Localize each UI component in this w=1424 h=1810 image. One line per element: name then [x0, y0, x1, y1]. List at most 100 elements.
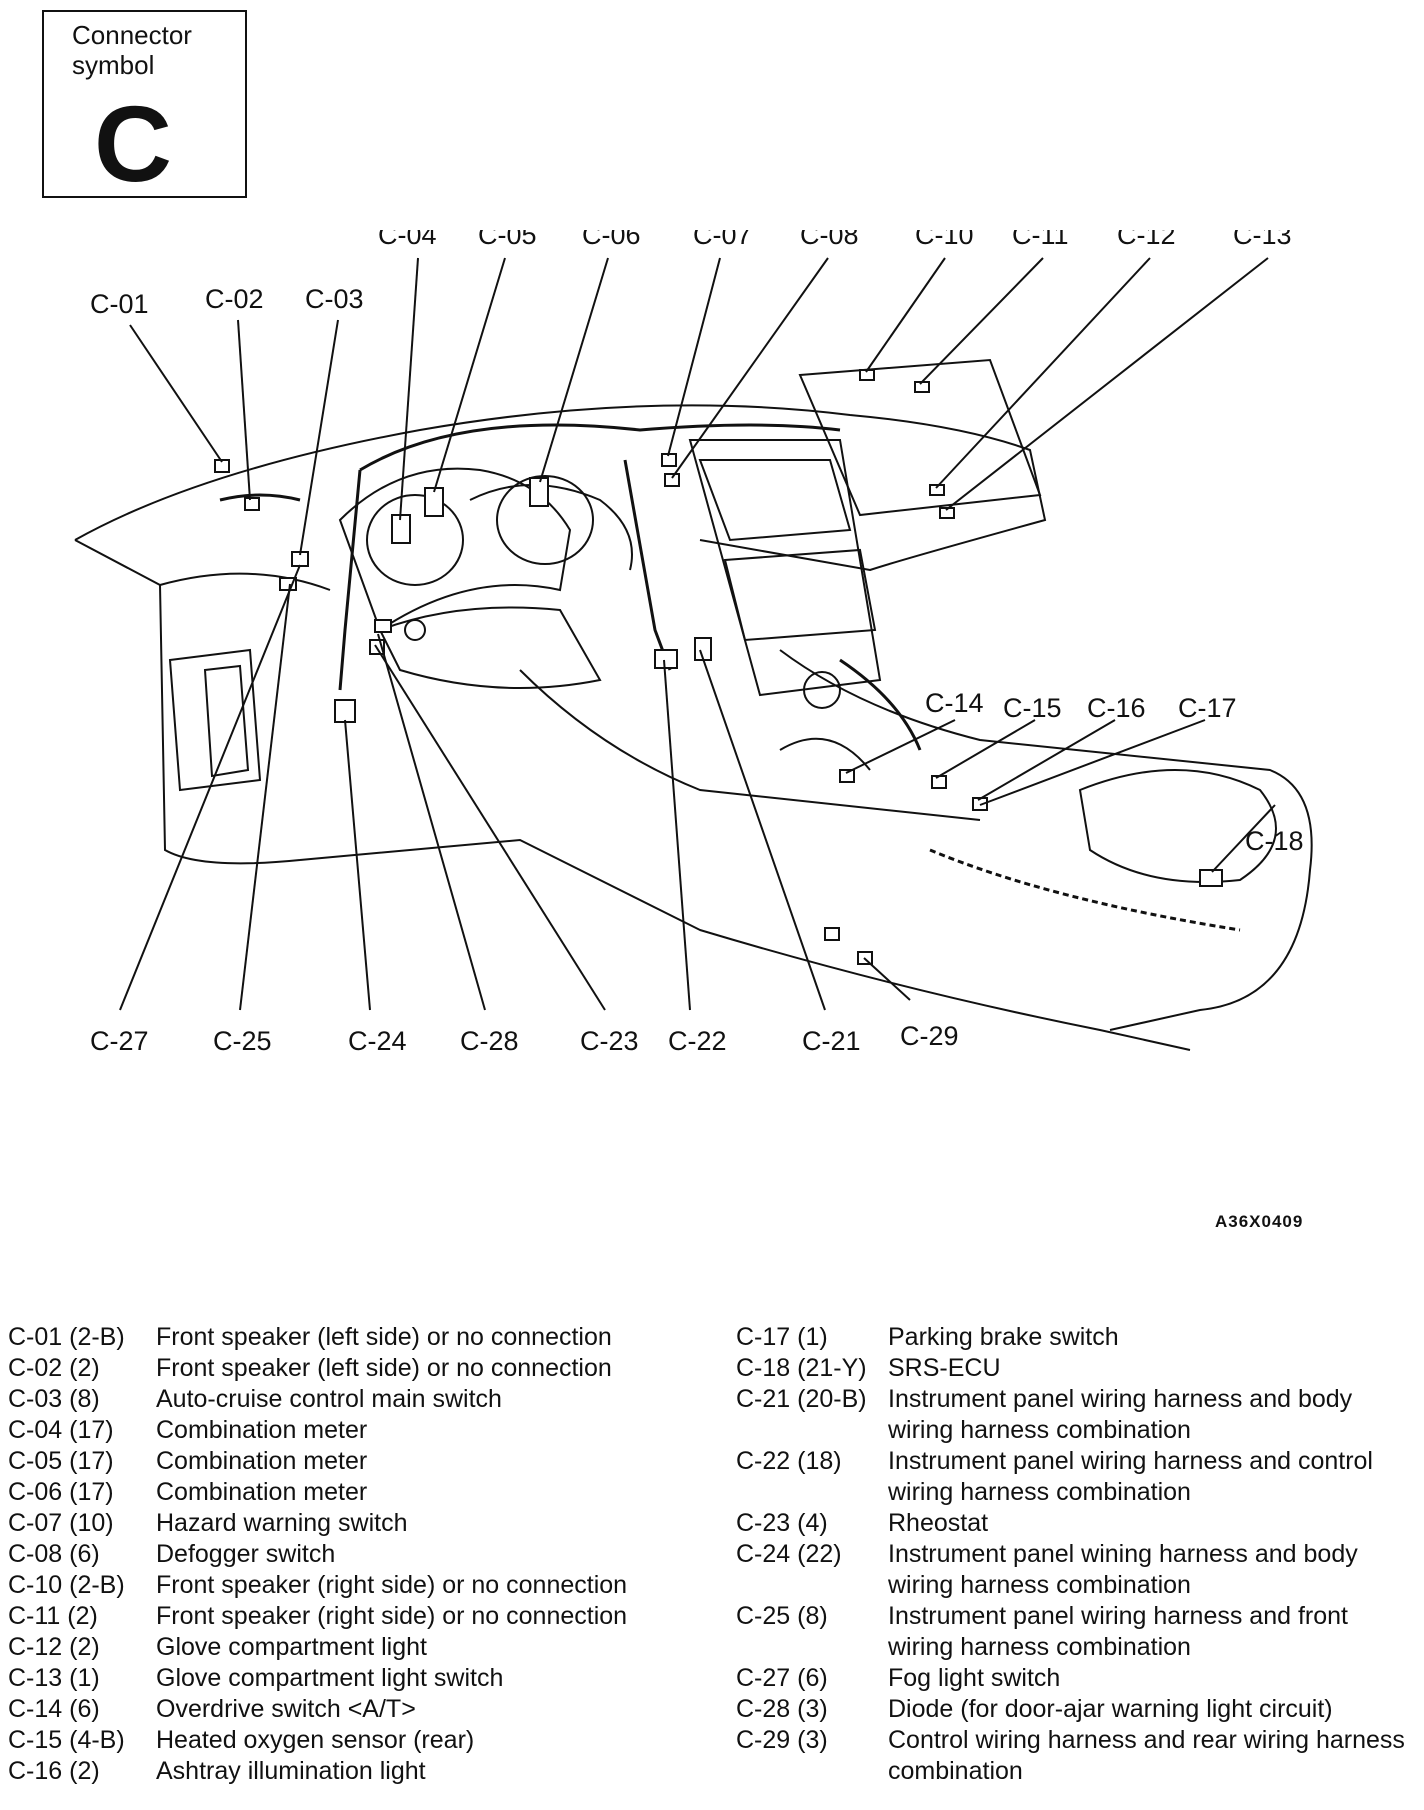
legend-desc: Instrument panel wiring harness and cont…: [888, 1447, 1373, 1506]
legend-desc: Fog light switch: [888, 1664, 1061, 1692]
legend-desc: Defogger switch: [156, 1540, 336, 1568]
legend-id: C-23 (4): [736, 1509, 828, 1537]
legend-row: C-29 (3) Control wiring harness and rear …: [736, 1725, 1410, 1787]
legend-row: C-25 (8) Instrument panel wiring harness …: [736, 1601, 1410, 1663]
legend-desc: Combination meter: [156, 1478, 368, 1506]
callout-c-18: C-18: [1245, 826, 1304, 856]
legend-row: C-02 (2)Front speaker (left side) or no …: [8, 1353, 708, 1384]
legend-row: C-14 (6) Overdrive switch <A/T>: [8, 1694, 708, 1725]
legend-id: C-24 (22): [736, 1540, 842, 1568]
legend-row: C-05 (17) Combination meter: [8, 1446, 708, 1477]
legend-row: C-22 (18) Instrument panel wiring harness…: [736, 1446, 1410, 1508]
legend-id: C-25 (8): [736, 1602, 828, 1630]
legend-row: C-08 (6) Defogger switch: [8, 1539, 708, 1570]
legend-row: C-01 (2-B) Front speaker (left side) or n…: [8, 1322, 708, 1353]
callout-c-02: C-02: [205, 284, 264, 314]
legend-row: C-27 (6) Fog light switch: [736, 1663, 1410, 1694]
legend-desc: Control wiring harness and rear wiring h…: [888, 1726, 1405, 1785]
legend-desc: Diode (for door-ajar warning light circu…: [888, 1695, 1333, 1723]
legend-row: C-11 (2) Front speaker (right side) or no…: [8, 1601, 708, 1632]
legend-id: C-15 (4-B): [8, 1726, 125, 1754]
connector-symbol-caption: Connector symbol: [72, 20, 192, 80]
legend-id: C-18 (21-Y): [736, 1354, 867, 1382]
legend-desc: Front speaker (right side) or no connect…: [156, 1571, 628, 1599]
legend-id: C-22 (18): [736, 1447, 842, 1475]
legend-row: C-06 (17) Combination meter: [8, 1477, 708, 1508]
callout-c-05: C-05: [478, 230, 537, 250]
callout-labels-top: C-01 C-02 C-03 C-04 C-05 C-06 C-07 C-08 …: [90, 230, 1304, 856]
legend-desc: Front speaker (right side) or no connect…: [156, 1602, 628, 1630]
legend-row: C-17 (1) Parking brake switch: [736, 1322, 1410, 1353]
callout-c-03: C-03: [305, 284, 364, 314]
legend-id: C-05 (17): [8, 1447, 114, 1475]
callout-c-07: C-07: [693, 230, 752, 250]
legend-id: C-06 (17): [8, 1478, 114, 1506]
legend-id: C-29 (3): [736, 1726, 828, 1754]
legend-desc: Heated oxygen sensor (rear): [156, 1726, 475, 1754]
dashboard-outline: [74, 358, 1313, 1051]
legend-id: C-07 (10): [8, 1509, 114, 1537]
connector-markers: [214, 369, 1223, 965]
legend-row: C-10 (2-B) Front speaker (right side) or …: [8, 1570, 708, 1601]
legend-desc: Overdrive switch <A/T>: [156, 1695, 416, 1723]
legend-row: C-12 (2) Glove compartment light: [8, 1632, 708, 1663]
legend-desc: Glove compartment light switch: [156, 1664, 504, 1692]
callout-c-13: C-13: [1233, 230, 1292, 250]
legend-row: C-04 (17) Combination meter: [8, 1415, 708, 1446]
legend-id: C-03 (8): [8, 1385, 100, 1413]
callout-c-16: C-16: [1087, 693, 1146, 723]
legend-id: C-28 (3): [736, 1695, 828, 1723]
legend-row: C-15 (4-B) Heated oxygen sensor (rear): [8, 1725, 708, 1756]
legend-desc: Parking brake switch: [888, 1323, 1119, 1351]
legend-row: C-21 (20-B) Instrument panel wiring harne…: [736, 1384, 1410, 1446]
legend-id: C-12 (2): [8, 1633, 100, 1661]
legend-id: C-17 (1): [736, 1323, 828, 1351]
legend-id: C-14 (6): [8, 1695, 100, 1723]
legend-desc: Auto-cruise control main switch: [156, 1385, 502, 1413]
callout-c-17: C-17: [1178, 693, 1237, 723]
callout-c-11: C-11: [1012, 230, 1069, 250]
legend-row: C-13 (1) Glove compartment light switch: [8, 1663, 708, 1694]
callout-c-25: C-25: [213, 1026, 272, 1056]
legend-id: C-02 (2): [8, 1354, 100, 1382]
legend-id: C-10 (2-B): [8, 1571, 125, 1599]
callout-c-04: C-04: [378, 230, 437, 250]
legend-desc: Instrument panel wiring harness and fron…: [888, 1602, 1348, 1661]
legend-row: C-24 (22) Instrument panel wining harness…: [736, 1539, 1410, 1601]
legend-desc: Combination meter: [156, 1447, 368, 1475]
legend-row: C-18 (21-Y)SRS-ECU: [736, 1353, 1410, 1384]
figure-code: A36X0409: [1215, 1212, 1303, 1231]
callout-c-29: C-29: [900, 1021, 959, 1051]
callout-c-08: C-08: [800, 230, 859, 250]
legend-id: C-21 (20-B): [736, 1385, 867, 1413]
legend-row: C-23 (4)Rheostat: [736, 1508, 1410, 1539]
legend-desc: Combination meter: [156, 1416, 368, 1444]
legend-id: C-04 (17): [8, 1416, 114, 1444]
legend-desc: Hazard warning switch: [156, 1509, 408, 1537]
callout-c-12: C-12: [1117, 230, 1176, 250]
legend-id: C-27 (6): [736, 1664, 828, 1692]
callout-c-23: C-23: [580, 1026, 639, 1056]
legend-desc: Front speaker (left side) or no connecti…: [156, 1323, 612, 1351]
legend-row: C-03 (8) Auto-cruise control main switch: [8, 1384, 708, 1415]
dashboard-wiring-diagram: C-01 C-02 C-03 C-04 C-05 C-06 C-07 C-08 …: [74, 230, 1313, 1231]
connector-symbol-box: Connector symbol C: [42, 10, 247, 198]
legend-desc: Instrument panel wining harness and body…: [888, 1540, 1358, 1599]
connector-symbol-letter: C: [94, 83, 172, 204]
callout-c-10: C-10: [915, 230, 974, 250]
legend-row: C-16 (2) Ashtray illumination light: [8, 1756, 708, 1787]
callout-labels-bottom: C-27 C-25 C-24 C-28 C-23 C-22 C-21 C-29: [90, 1021, 959, 1056]
legend-id: C-16 (2): [8, 1757, 100, 1785]
legend-id: C-08 (6): [8, 1540, 100, 1568]
legend-right-column: C-17 (1) Parking brake switch C-18 (21-Y)…: [736, 1322, 1410, 1787]
callout-c-24: C-24: [348, 1026, 407, 1056]
legend-id: C-13 (1): [8, 1664, 100, 1692]
legend-desc: Glove compartment light: [156, 1633, 427, 1661]
callout-c-27: C-27: [90, 1026, 149, 1056]
callout-c-01: C-01: [90, 289, 149, 319]
legend-desc: Ashtray illumination light: [156, 1757, 426, 1785]
legend-desc: Instrument panel wiring harness and body…: [888, 1385, 1353, 1444]
legend-id: C-11 (2): [8, 1602, 98, 1630]
legend-id: C-01 (2-B): [8, 1323, 125, 1351]
leader-lines: [119, 257, 1276, 1011]
